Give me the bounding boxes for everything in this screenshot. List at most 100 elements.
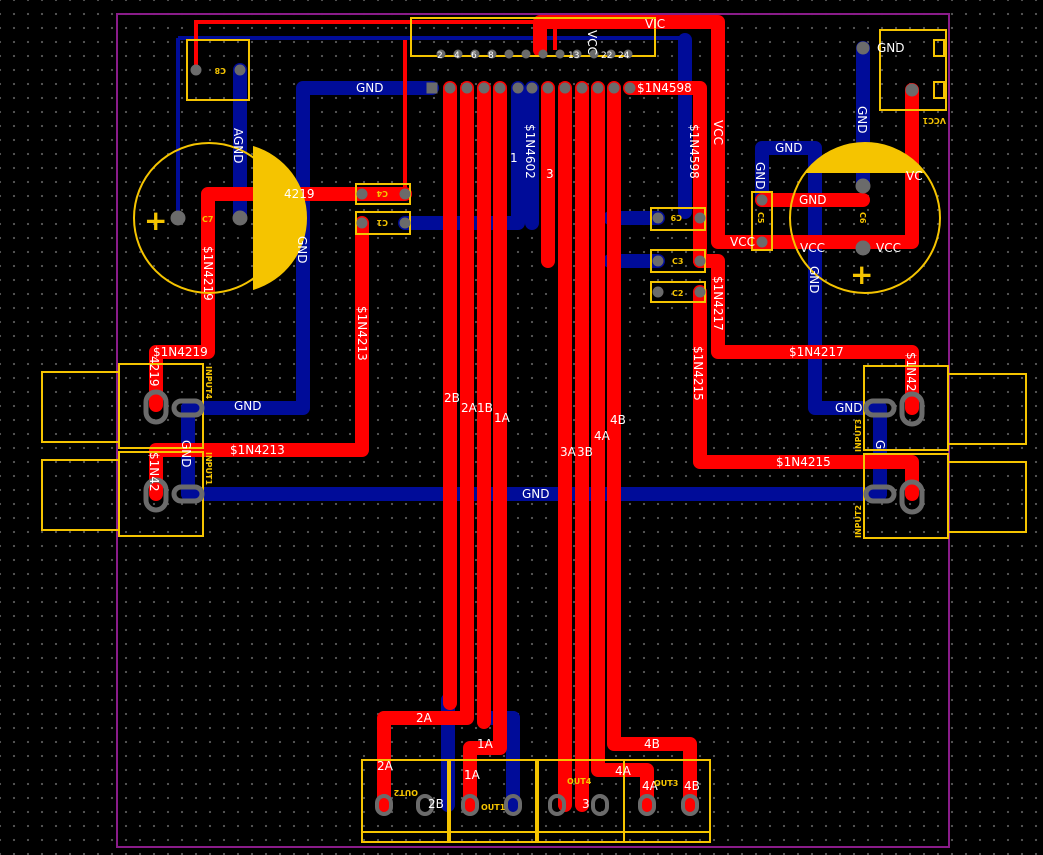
label-vcc-c6-left: VCC: [800, 241, 825, 255]
ic-pin-number: 2: [437, 51, 443, 61]
c1-pad[interactable]: [399, 217, 411, 229]
ic-pad[interactable]: [576, 82, 588, 94]
ic-pad-top[interactable]: [606, 49, 616, 59]
vcc1-pad[interactable]: [905, 83, 919, 97]
input2-pad[interactable]: [863, 484, 897, 504]
c7-pad[interactable]: [232, 210, 248, 226]
ic-pad-top[interactable]: [487, 49, 497, 59]
ic-pad-top[interactable]: [623, 49, 633, 59]
c5-pad[interactable]: [756, 194, 768, 206]
label-vcc-ic: VCC: [585, 30, 599, 55]
input4-pad[interactable]: [171, 398, 205, 418]
trace-1a: [463, 81, 507, 812]
c3-pad[interactable]: [694, 255, 706, 267]
out3-pad[interactable]: [638, 794, 656, 816]
c4-pad[interactable]: [399, 188, 411, 200]
ic-pad-top[interactable]: [538, 49, 548, 59]
trace-4b: [607, 81, 697, 812]
ic-pad-top[interactable]: [572, 49, 582, 59]
label-vcc-c5: VCC: [730, 235, 755, 249]
ic-pad[interactable]: [542, 82, 554, 94]
out4-pad[interactable]: [591, 794, 609, 816]
ic-pin-number: 22: [601, 51, 612, 61]
component-designators: C7 C8 C4 C1 C9 C3 C2 C5 C6 VCC1 INPUT4 I…: [202, 66, 946, 812]
label-gnd-input3: G: [873, 440, 887, 449]
c8-pad[interactable]: [234, 64, 246, 76]
label-n4217-short: $1N42: [904, 352, 918, 392]
c5-pad[interactable]: [756, 236, 768, 248]
vcc1-outline: [879, 29, 947, 111]
c2-pad[interactable]: [652, 286, 664, 298]
c9-pad[interactable]: [652, 212, 664, 224]
c9-pad[interactable]: [694, 212, 706, 224]
rotated-labels: AGND GND $1N4219 $1N4213 $1N4602 VCC $1N…: [147, 30, 918, 492]
n4215-trace: [693, 285, 919, 501]
ic-pad-top[interactable]: [555, 49, 565, 59]
input1-pad[interactable]: [171, 484, 205, 504]
label-out2: OUT2: [394, 788, 418, 797]
out2-pad[interactable]: [416, 794, 434, 816]
input1-pad[interactable]: [143, 477, 169, 513]
c8-pad[interactable]: [190, 64, 202, 76]
out3-pad[interactable]: [681, 794, 699, 816]
gnd-trace-right: [755, 141, 887, 415]
c7-pad[interactable]: [170, 210, 186, 226]
c1-pad[interactable]: [356, 217, 368, 229]
label-1b-trace: 1B: [477, 401, 493, 415]
c6-pad[interactable]: [855, 178, 871, 194]
label-gnd-c5: GND: [753, 162, 767, 190]
ic-pad[interactable]: [592, 82, 604, 94]
vcc1-tab-bottom: [933, 81, 945, 99]
input4-pad[interactable]: [143, 389, 169, 425]
out1-outline: [449, 759, 537, 843]
ic-pad[interactable]: [512, 82, 524, 94]
label-n4598-vertical: $1N4598: [687, 124, 701, 179]
c4-pad[interactable]: [356, 188, 368, 200]
input3-pad[interactable]: [899, 391, 925, 427]
ic-pad[interactable]: [624, 82, 636, 94]
label-n4219-vertical: $1N4219: [201, 246, 215, 301]
input2-pad[interactable]: [899, 479, 925, 515]
ic-pin-number: 13: [568, 51, 579, 61]
c6-pad[interactable]: [855, 240, 871, 256]
out3-outline: [623, 759, 711, 843]
label-4b-pad: 4B: [684, 779, 700, 793]
ic-pin-number: 8: [488, 51, 494, 61]
label-c4: C4: [376, 189, 388, 198]
ic-pad[interactable]: [444, 82, 456, 94]
ic-pad-top[interactable]: [504, 49, 514, 59]
ic-pad[interactable]: [494, 82, 506, 94]
ic-pad-1[interactable]: [426, 82, 438, 94]
ic-pad[interactable]: [461, 82, 473, 94]
label-gnd-main: GND: [522, 487, 550, 501]
c2-pad[interactable]: [694, 286, 706, 298]
label-out1: OUT1: [481, 803, 506, 812]
ic-pad[interactable]: [559, 82, 571, 94]
input2-body: [947, 461, 1027, 533]
c8-outline: [186, 39, 250, 101]
label-2a-pad: 2A: [377, 759, 394, 773]
ic-pad-top[interactable]: [470, 49, 480, 59]
label-c6: C6: [858, 212, 867, 224]
c3-pad[interactable]: [652, 255, 664, 267]
thin-gnd-wire: [176, 36, 685, 218]
label-n4213: $1N4213: [230, 443, 285, 457]
out1-pad[interactable]: [504, 794, 522, 816]
n4213-trace: [149, 216, 369, 501]
out2-pad[interactable]: [375, 794, 393, 816]
vcc1-pad[interactable]: [856, 41, 870, 55]
label-1a-pad: 1A: [464, 768, 481, 782]
ic-pad-top[interactable]: [436, 49, 446, 59]
label-n4598: $1N4598: [637, 81, 692, 95]
out4-pad[interactable]: [548, 794, 566, 816]
input3-pad[interactable]: [863, 398, 897, 418]
out1-pad[interactable]: [461, 794, 479, 816]
ic-pad[interactable]: [478, 82, 490, 94]
ic-pad[interactable]: [608, 82, 620, 94]
ic-pad[interactable]: [526, 82, 538, 94]
ic-pad-top[interactable]: [453, 49, 463, 59]
ic-pad-top[interactable]: [521, 49, 531, 59]
ic-pad-top[interactable]: [589, 49, 599, 59]
